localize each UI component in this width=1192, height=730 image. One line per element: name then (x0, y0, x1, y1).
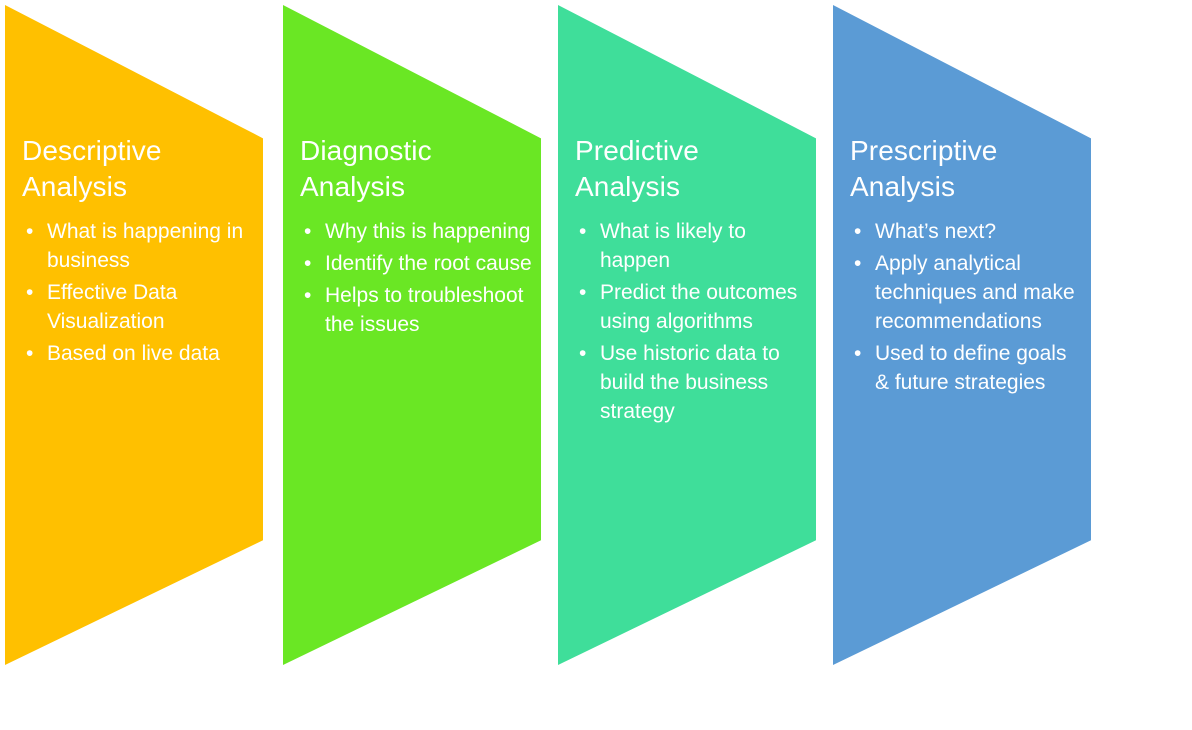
list-item-label: Use historic data to build the business … (600, 342, 780, 423)
chevron-step-prescriptive[interactable]: Prescriptive Analysis • What’s next? • Apply… (833, 5, 1091, 665)
chevron-bullet-list-descriptive: • What is happening in business • Effective… (22, 217, 254, 368)
chevron-title-descriptive: Descriptive Analysis (22, 135, 162, 202)
chevron-title-diagnostic: Diagnostic Analysis (300, 135, 432, 202)
list-item-label: Identify the root cause (325, 252, 532, 275)
list-item: • What is likely to happen (575, 217, 807, 275)
chevron-title-predictive: Predictive Analysis (575, 135, 699, 202)
list-item: • Why this is happening (300, 217, 532, 246)
list-item-label: Apply analytical techniques and make rec… (875, 252, 1075, 333)
chevron-step-predictive[interactable]: Predictive Analysis • What is likely to ha… (558, 5, 816, 665)
list-item: • Effective Data Visualization (22, 278, 254, 336)
bullet-icon: • (854, 342, 862, 365)
list-item-label: Effective Data Visualization (47, 281, 178, 333)
chevron-body-predictive: Predictive Analysis • What is likely to ha… (575, 133, 807, 429)
bullet-icon: • (26, 342, 34, 365)
list-item: • Predict the outcomes using algorithms (575, 278, 807, 336)
bullet-icon: • (579, 342, 587, 365)
list-item-label: What is happening in business (47, 220, 244, 272)
list-item-label: Based on live data (47, 342, 220, 365)
chevron-step-diagnostic[interactable]: Diagnostic Analysis • Why this is happenin… (283, 5, 541, 665)
bullet-icon: • (304, 284, 312, 307)
list-item-label: Why this is happening (325, 220, 531, 243)
list-item-label: Used to define goals & future strategies (875, 342, 1067, 394)
list-item: • Apply analytical techniques and make re… (850, 249, 1082, 336)
bullet-icon: • (854, 252, 862, 275)
list-item: • Identify the root cause (300, 249, 532, 278)
chevron-bullet-list-predictive: • What is likely to happen • Predict the ou… (575, 217, 807, 426)
bullet-icon: • (854, 220, 862, 243)
list-item: • Use historic data to build the business… (575, 339, 807, 426)
chevron-body-descriptive: Descriptive Analysis • What is happening i… (22, 133, 254, 371)
bullet-icon: • (304, 252, 312, 275)
bullet-icon: • (304, 220, 312, 243)
list-item-label: Helps to troubleshoot the issues (325, 284, 524, 336)
bullet-icon: • (26, 220, 34, 243)
list-item: • What’s next? (850, 217, 1082, 246)
chevron-bullet-list-diagnostic: • Why this is happening • Identify the root… (300, 217, 532, 339)
bullet-icon: • (579, 220, 587, 243)
list-item-label: Predict the outcomes using algorithms (600, 281, 798, 333)
list-item-label: What is likely to happen (600, 220, 746, 272)
bullet-icon: • (579, 281, 587, 304)
chevron-title-prescriptive: Prescriptive Analysis (850, 135, 998, 202)
chevron-body-prescriptive: Prescriptive Analysis • What’s next? • Apply… (850, 133, 1082, 400)
list-item: • Used to define goals & future strategie… (850, 339, 1082, 397)
chevron-body-diagnostic: Diagnostic Analysis • Why this is happenin… (300, 133, 532, 342)
chevron-bullet-list-prescriptive: • What’s next? • Apply analytical technique… (850, 217, 1082, 397)
bullet-icon: • (26, 281, 34, 304)
list-item-label: What’s next? (875, 220, 997, 243)
list-item: • What is happening in business (22, 217, 254, 275)
chevron-step-descriptive[interactable]: Descriptive Analysis • What is happening i… (5, 5, 263, 665)
list-item: • Based on live data (22, 339, 254, 368)
list-item: • Helps to troubleshoot the issues (300, 281, 532, 339)
